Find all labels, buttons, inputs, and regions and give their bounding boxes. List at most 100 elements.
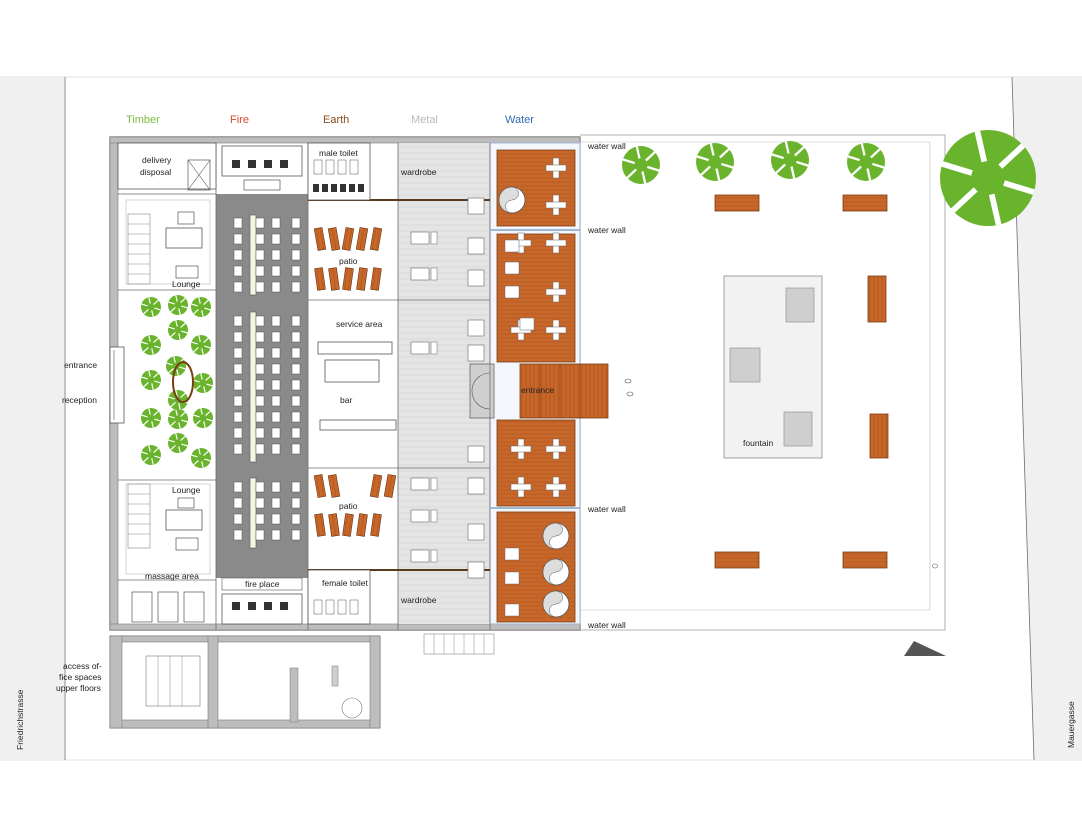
chair-icon — [255, 249, 265, 261]
chair-icon — [233, 363, 243, 375]
room-label-entrance-east: entrance — [521, 385, 554, 395]
room-label-fountain: fountain — [743, 438, 774, 448]
chair-icon — [271, 281, 281, 293]
chair-icon — [233, 217, 243, 229]
chair-icon — [233, 427, 243, 439]
table-icon — [467, 477, 485, 495]
chair-icon — [291, 513, 301, 525]
fire-dining-tables — [233, 214, 301, 549]
chair-icon — [233, 281, 243, 293]
tree-icon — [847, 143, 885, 181]
chair-icon — [291, 217, 301, 229]
room-label-wardrobe-top: wardrobe — [400, 167, 437, 177]
lounger-icon — [328, 267, 340, 291]
table-cross-icon — [545, 194, 567, 216]
tree-icon — [696, 143, 734, 181]
street-label-east: Mauergasse — [1066, 701, 1076, 748]
table-cross-icon — [510, 438, 532, 460]
chair-icon — [291, 411, 301, 423]
room-label-patio-top: patio — [339, 256, 358, 266]
table-icon — [467, 237, 485, 255]
stair-icon — [127, 213, 151, 285]
tree-icon — [191, 335, 211, 355]
room-label-bar: bar — [340, 395, 352, 405]
chair-icon — [271, 331, 281, 343]
chair-icon — [233, 481, 243, 493]
lounger-icon — [328, 513, 340, 537]
office-access-block — [109, 635, 381, 729]
chair-icon — [271, 395, 281, 407]
table-icon — [467, 197, 485, 215]
stall-icon — [313, 159, 323, 175]
chair-icon — [271, 347, 281, 359]
chair-icon — [271, 265, 281, 277]
tree-icon — [141, 335, 161, 355]
tree-icon — [168, 320, 188, 340]
water-wall-label-3: water wall — [587, 504, 626, 514]
lounger-icon — [314, 513, 326, 537]
room-label-entrance-west: entrance — [64, 360, 97, 370]
table-icon — [410, 341, 430, 355]
urinal-icon — [331, 184, 337, 192]
zone-label-water: Water — [505, 114, 534, 126]
lounger-icon — [383, 474, 397, 498]
chair-icon — [291, 529, 301, 541]
room-label-lounge-bottom: Lounge — [172, 485, 201, 495]
lounger-icon — [314, 267, 326, 291]
chair-icon — [255, 411, 265, 423]
friedrichstrasse-street — [0, 77, 64, 760]
table-icon — [467, 445, 485, 463]
chair-icon — [291, 331, 301, 343]
zone-label-metal: Metal — [411, 114, 438, 126]
table-cross-icon — [545, 232, 567, 254]
table-cross-icon — [545, 319, 567, 341]
room-label-patio-bottom: patio — [339, 501, 358, 511]
yin-yang-icon — [542, 590, 570, 618]
chair-icon — [271, 497, 281, 509]
chair-icon — [255, 497, 265, 509]
tree-icon — [193, 408, 213, 428]
table-icon — [410, 231, 430, 245]
chair-icon — [291, 363, 301, 375]
urinal-icon — [349, 184, 355, 192]
chair-icon — [255, 379, 265, 391]
footprint-icon — [624, 378, 938, 569]
chair-icon — [271, 443, 281, 455]
table-icon — [467, 523, 485, 541]
table-cross-icon — [545, 438, 567, 460]
yin-yang-icon — [542, 558, 570, 586]
lounger-icon — [341, 227, 355, 251]
lounger-icon — [327, 227, 341, 251]
table-icon — [410, 549, 430, 563]
patio-loungers — [313, 227, 397, 537]
chair-icon — [291, 265, 301, 277]
stair-icon — [127, 483, 151, 549]
urinal-icon — [340, 184, 346, 192]
tree-icon — [141, 297, 161, 317]
entrance-steps — [519, 363, 609, 419]
lounger-icon — [342, 267, 354, 291]
chair-icon — [255, 315, 265, 327]
tree-icon — [191, 448, 211, 468]
chair-icon — [291, 395, 301, 407]
chair-icon — [233, 497, 243, 509]
tree-icon — [191, 297, 211, 317]
bench-icon — [867, 275, 887, 323]
table-cross-icon — [510, 476, 532, 498]
lounger-icon — [313, 227, 327, 251]
bench-icon — [714, 551, 760, 569]
lounger-icon — [356, 267, 368, 291]
chair-icon — [291, 249, 301, 261]
entrance-door-west — [109, 346, 125, 424]
chair-icon — [255, 443, 265, 455]
water-wall-label-2: water wall — [587, 225, 626, 235]
room-label-reception: reception — [62, 395, 97, 405]
chair-icon — [519, 317, 535, 331]
chair-icon — [271, 217, 281, 229]
chair-icon — [255, 347, 265, 359]
zone-label-fire: Fire — [230, 114, 249, 126]
bench-icon — [714, 194, 760, 212]
tree-icon — [168, 433, 188, 453]
lounger-icon — [369, 474, 383, 498]
